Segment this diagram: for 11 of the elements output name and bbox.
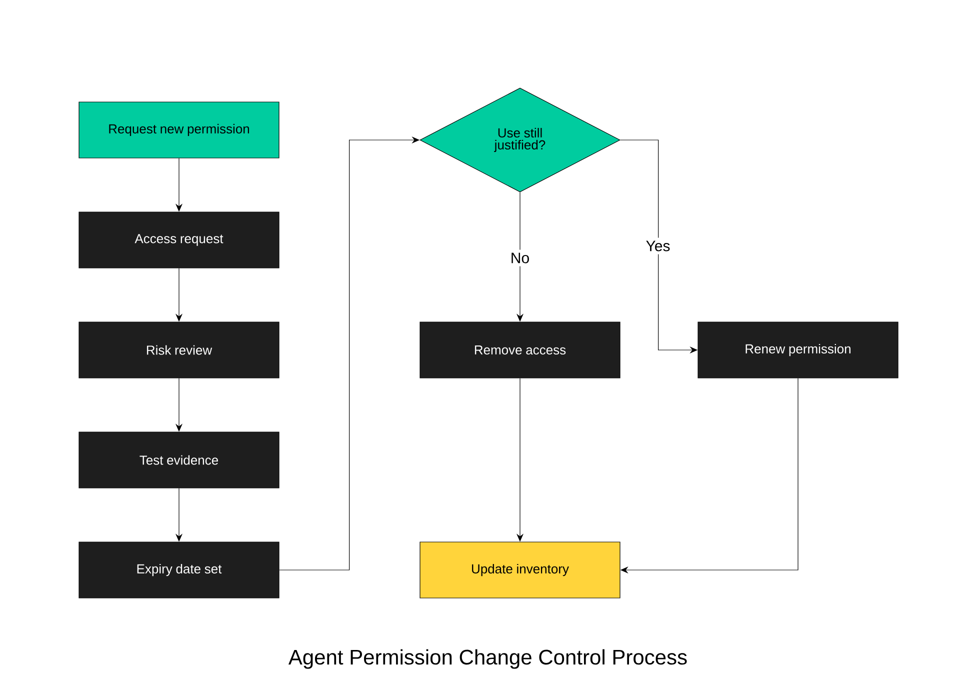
- process-box: Test evidence: [78, 432, 280, 488]
- edge-label: Yes: [642, 238, 674, 254]
- process-box: Request new permission: [78, 102, 280, 158]
- process-box: Expiry date set: [78, 542, 280, 598]
- process-box: Renew permission: [698, 322, 898, 378]
- process-box: Access request: [78, 212, 280, 268]
- edge-label: No: [507, 250, 533, 266]
- title: Agent Permission Change Control Process: [288, 649, 687, 669]
- process-box: Update inventory: [420, 542, 620, 598]
- process-box: Risk review: [78, 322, 280, 378]
- process-box: Remove access: [420, 322, 620, 378]
